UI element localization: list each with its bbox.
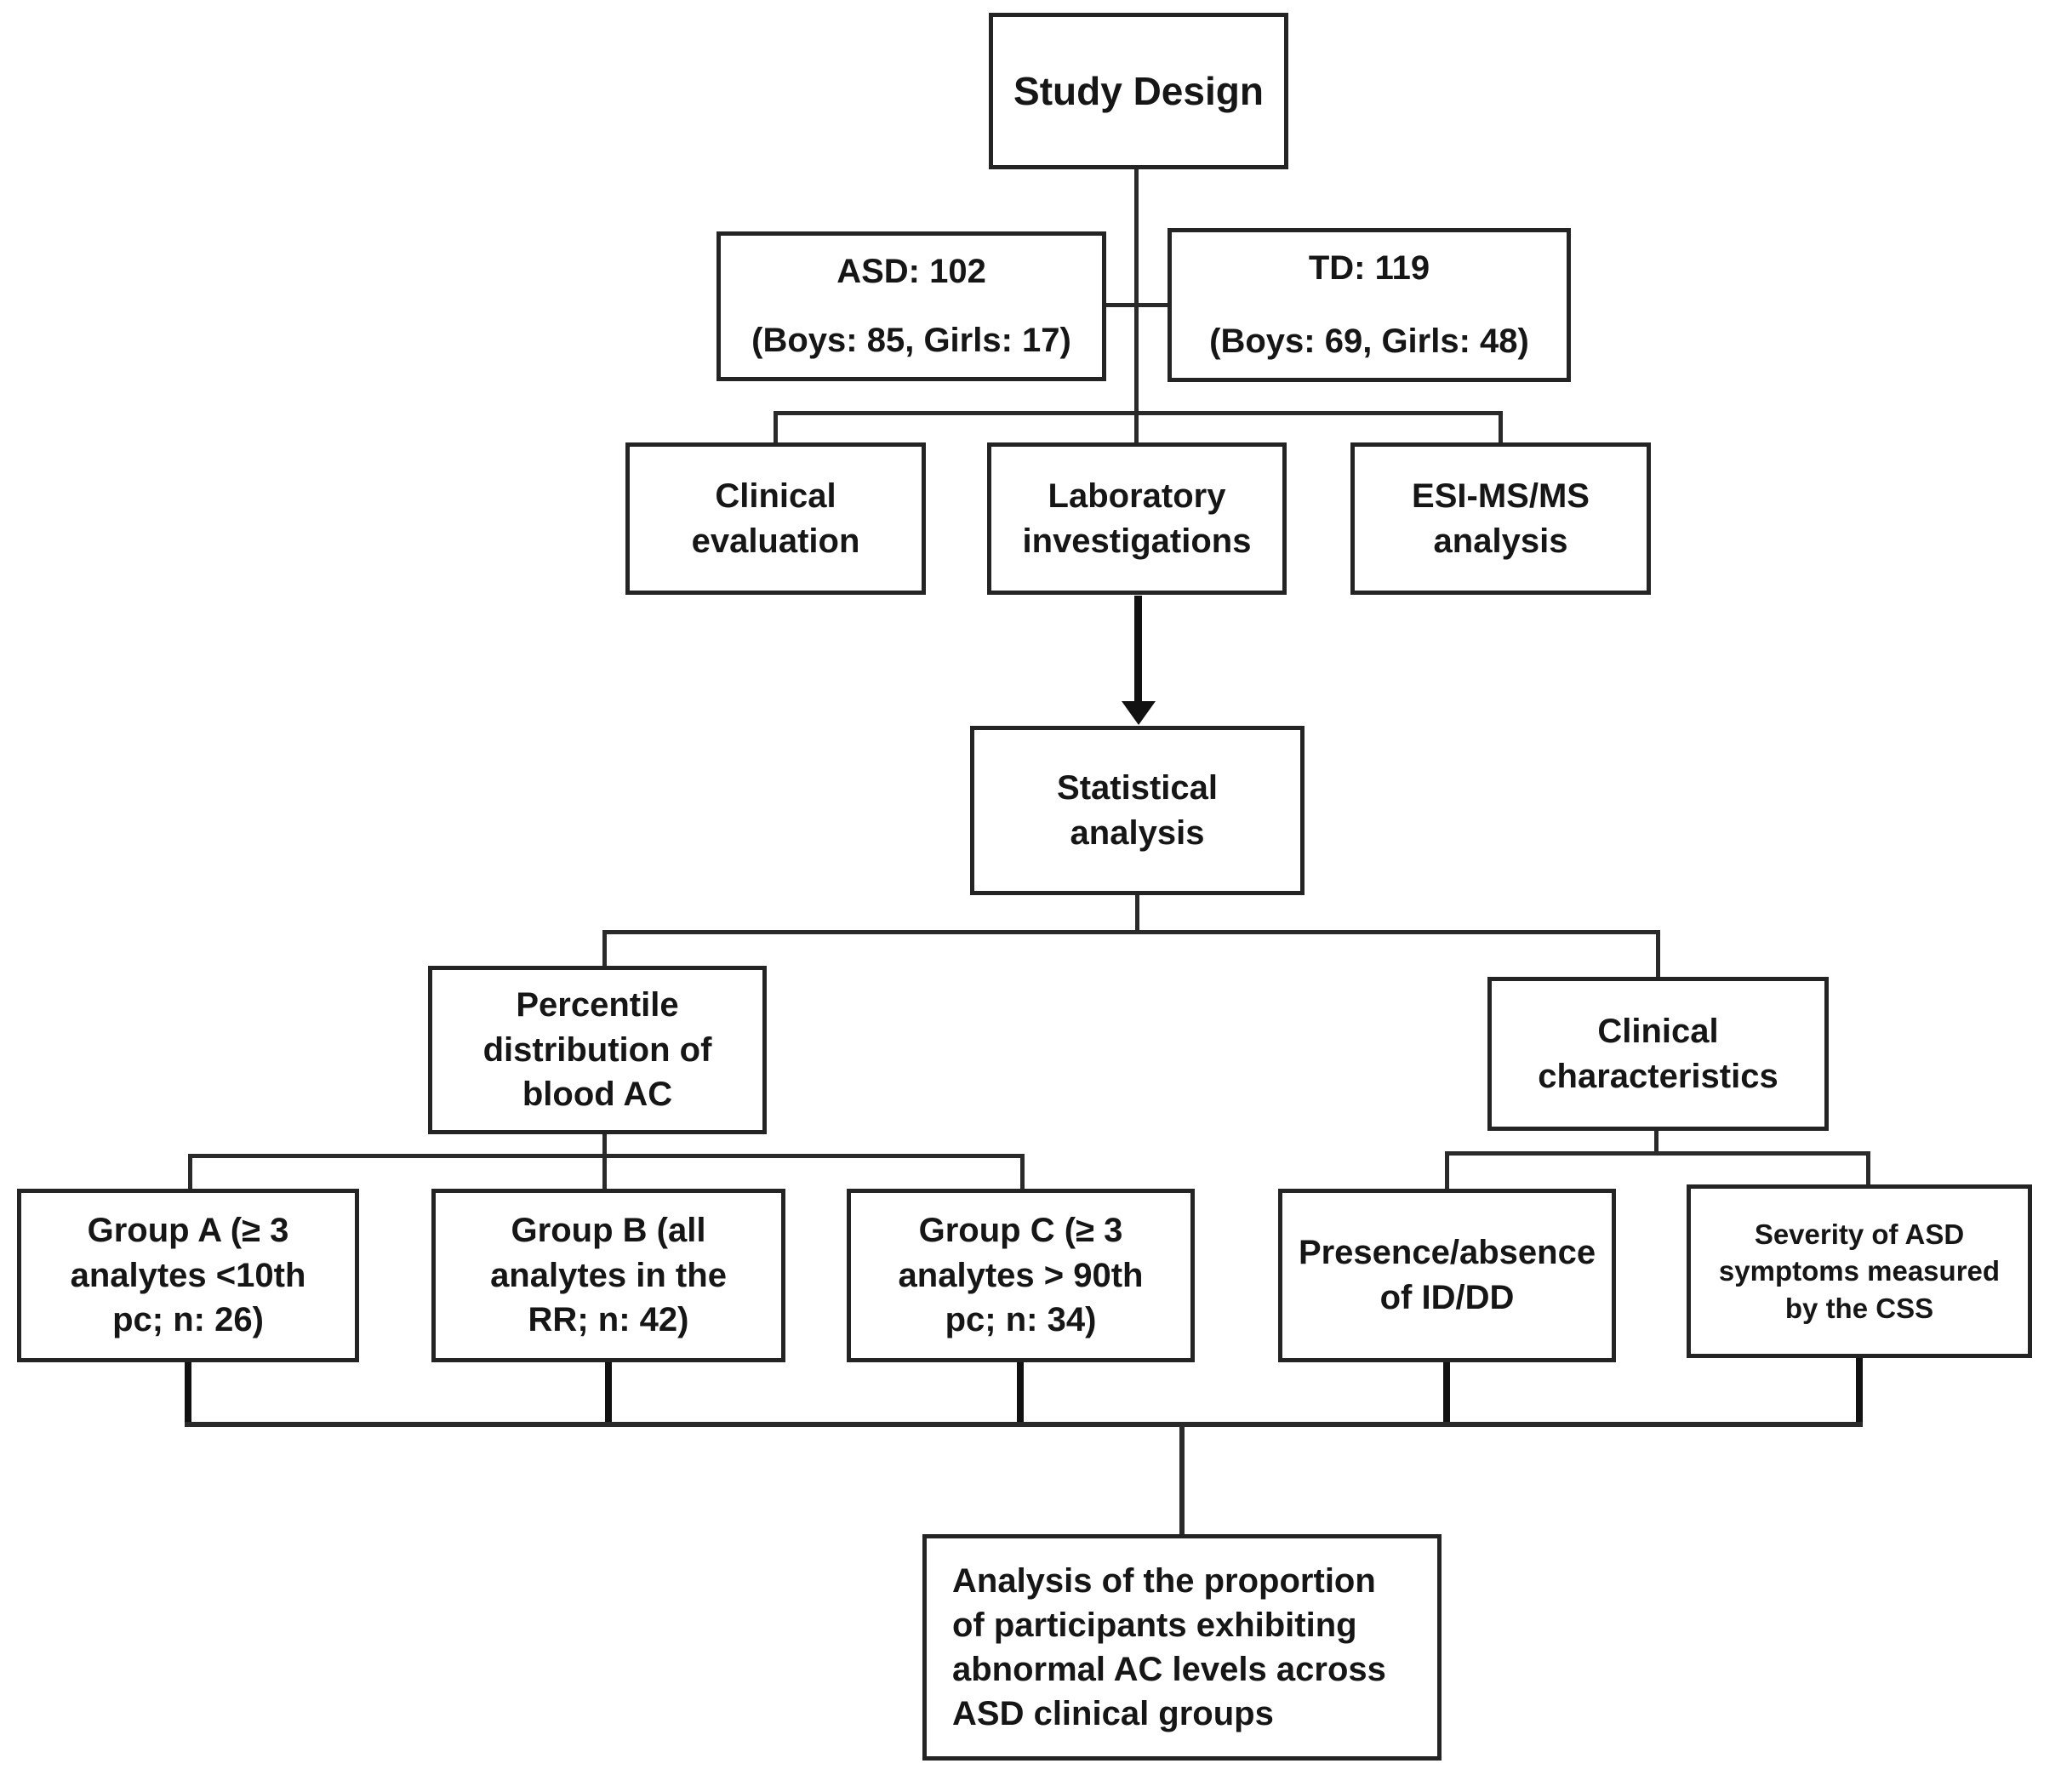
node-td-group: TD: 119 (Boys: 69, Girls: 48) [1168,228,1571,382]
node-group-b: Group B (all analytes in the RR; n: 42) [431,1189,785,1362]
node-esi-ms-ms-analysis: ESI-MS/MS analysis [1350,442,1651,595]
severity-label: Severity of ASD symptoms measured by the… [1718,1218,2001,1324]
node-asd-group: ASD: 102 (Boys: 85, Girls: 17) [716,231,1106,381]
connector-clinicaleval-drop [774,411,778,445]
node-clinical-characteristics: Clinical characteristics [1487,977,1829,1131]
connector-percentile-drop [602,930,607,970]
down-arrow-icon [1122,701,1156,725]
group-b-label: Group B (all analytes in the RR; n: 42) [490,1211,727,1339]
clinical-characteristics-label: Clinical characteristics [1538,1012,1778,1095]
connector-groupa-down [185,1361,191,1426]
connector-presence-down [1443,1361,1450,1426]
node-percentile-distribution: Percentile distribution of blood AC [428,966,767,1134]
asd-count-label: ASD: 102 [836,253,986,290]
node-group-c: Group C (≥ 3 analytes > 90th pc; n: 34) [847,1189,1195,1362]
node-group-a: Group A (≥ 3 analytes <10th pc; n: 26) [17,1189,359,1362]
connector-clinchar-out [1654,1130,1659,1156]
asd-sex-breakdown-label: (Boys: 85, Girls: 17) [751,322,1071,360]
node-statistical-analysis: Statistical analysis [970,726,1305,895]
node-study-design: Study Design [989,13,1288,169]
connector-stat-drop [1135,895,1139,934]
connector-severity-down [1856,1357,1863,1426]
connector-presence-tick [1445,1151,1449,1192]
laboratory-investigations-label: Laboratory investigations [1022,477,1252,560]
node-final-analysis: Analysis of the proportion of participan… [922,1534,1442,1761]
group-c-label: Group C (≥ 3 analytes > 90th pc; n: 34) [898,1211,1144,1339]
group-a-label: Group A (≥ 3 analytes <10th pc; n: 26) [70,1211,306,1339]
node-laboratory-investigations: Laboratory investigations [987,442,1287,595]
connector-groupc-tick [1020,1154,1025,1192]
percentile-distribution-label: Percentile distribution of blood AC [482,985,712,1114]
connector-groupc-down [1017,1361,1024,1426]
clinical-evaluation-label: Clinical evaluation [691,477,860,560]
node-severity-asd-css: Severity of ASD symptoms measured by the… [1687,1184,2032,1358]
connector-groupb-down [605,1361,612,1426]
connector-groupa-tick [188,1154,192,1192]
esi-ms-ms-label: ESI-MS/MS analysis [1412,477,1590,560]
node-clinical-evaluation: Clinical evaluation [625,442,926,595]
td-count-label: TD: 119 [1308,249,1430,287]
connector-row3-horizontal [774,411,1503,415]
connector-percentile-out [602,1134,607,1192]
connector-branch-horizontal [602,930,1660,934]
statistical-analysis-label: Statistical analysis [1057,768,1218,852]
connector-bottom-horizontal [185,1422,1863,1427]
arrow-shaft [1134,596,1142,705]
connector-asd-td-tick [1105,303,1170,307]
td-sex-breakdown-label: (Boys: 69, Girls: 48) [1209,322,1529,361]
connector-clinchar-horizontal [1445,1151,1870,1156]
connector-clinchar-drop [1656,930,1660,981]
connector-esi-drop [1499,411,1503,445]
connector-groups-horizontal [188,1154,1025,1158]
connector-severity-tick [1866,1151,1870,1189]
connector-final-drop [1179,1422,1185,1538]
node-presence-absence-id-dd: Presence/absence of ID/DD [1278,1189,1616,1362]
presence-absence-label: Presence/absence of ID/DD [1298,1234,1596,1316]
final-analysis-label: Analysis of the proportion of participan… [952,1562,1386,1732]
study-design-label: Study Design [1013,68,1264,113]
